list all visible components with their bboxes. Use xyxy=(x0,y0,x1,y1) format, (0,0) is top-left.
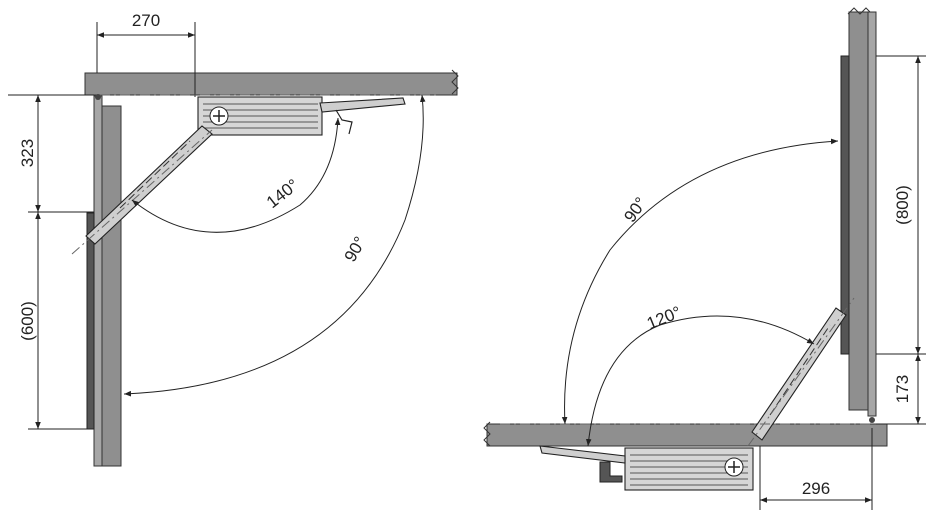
right-door-panel xyxy=(867,11,877,417)
right-hinge-point xyxy=(869,417,875,423)
right-cabinet-bottom-panel xyxy=(486,423,888,447)
right-dim-lower-height: 173 xyxy=(893,375,912,403)
left-arc-90 xyxy=(123,94,426,397)
left-break-mark xyxy=(451,69,459,95)
left-view: 270 323 (600) 140° 90° xyxy=(8,11,459,467)
right-break-mark xyxy=(847,7,873,15)
left-dim-door-height: (600) xyxy=(18,301,37,341)
right-door-front xyxy=(840,55,850,355)
right-lower-arm xyxy=(539,445,626,464)
left-dim-upper-height: 323 xyxy=(18,139,37,167)
right-angle-outer: 90° xyxy=(620,194,650,226)
left-upper-arm xyxy=(319,97,406,113)
right-arc-120 xyxy=(585,315,815,447)
right-cabinet-side-panel xyxy=(848,11,869,411)
right-dim-bottom-width: 296 xyxy=(802,479,830,498)
right-break-mark-bottom xyxy=(483,421,491,447)
right-arc-90 xyxy=(561,138,839,425)
left-cabinet-top-panel xyxy=(84,72,458,96)
right-lift-mechanism xyxy=(539,445,754,491)
right-mechanism-bracket xyxy=(599,461,623,483)
left-door-front xyxy=(86,212,95,430)
left-hinge-point xyxy=(95,94,101,100)
left-angle-outer: 90° xyxy=(341,233,370,265)
right-dim-door-height: (800) xyxy=(893,185,912,225)
left-angle-inner: 140° xyxy=(263,175,302,212)
left-lift-mechanism xyxy=(197,96,406,136)
right-angle-inner: 120° xyxy=(644,303,684,334)
left-dim-top-width: 270 xyxy=(132,11,160,30)
left-cabinet-side-panel xyxy=(101,105,122,467)
right-view: (800) 173 296 90° 120° xyxy=(483,7,926,510)
left-door-panel xyxy=(93,95,103,467)
